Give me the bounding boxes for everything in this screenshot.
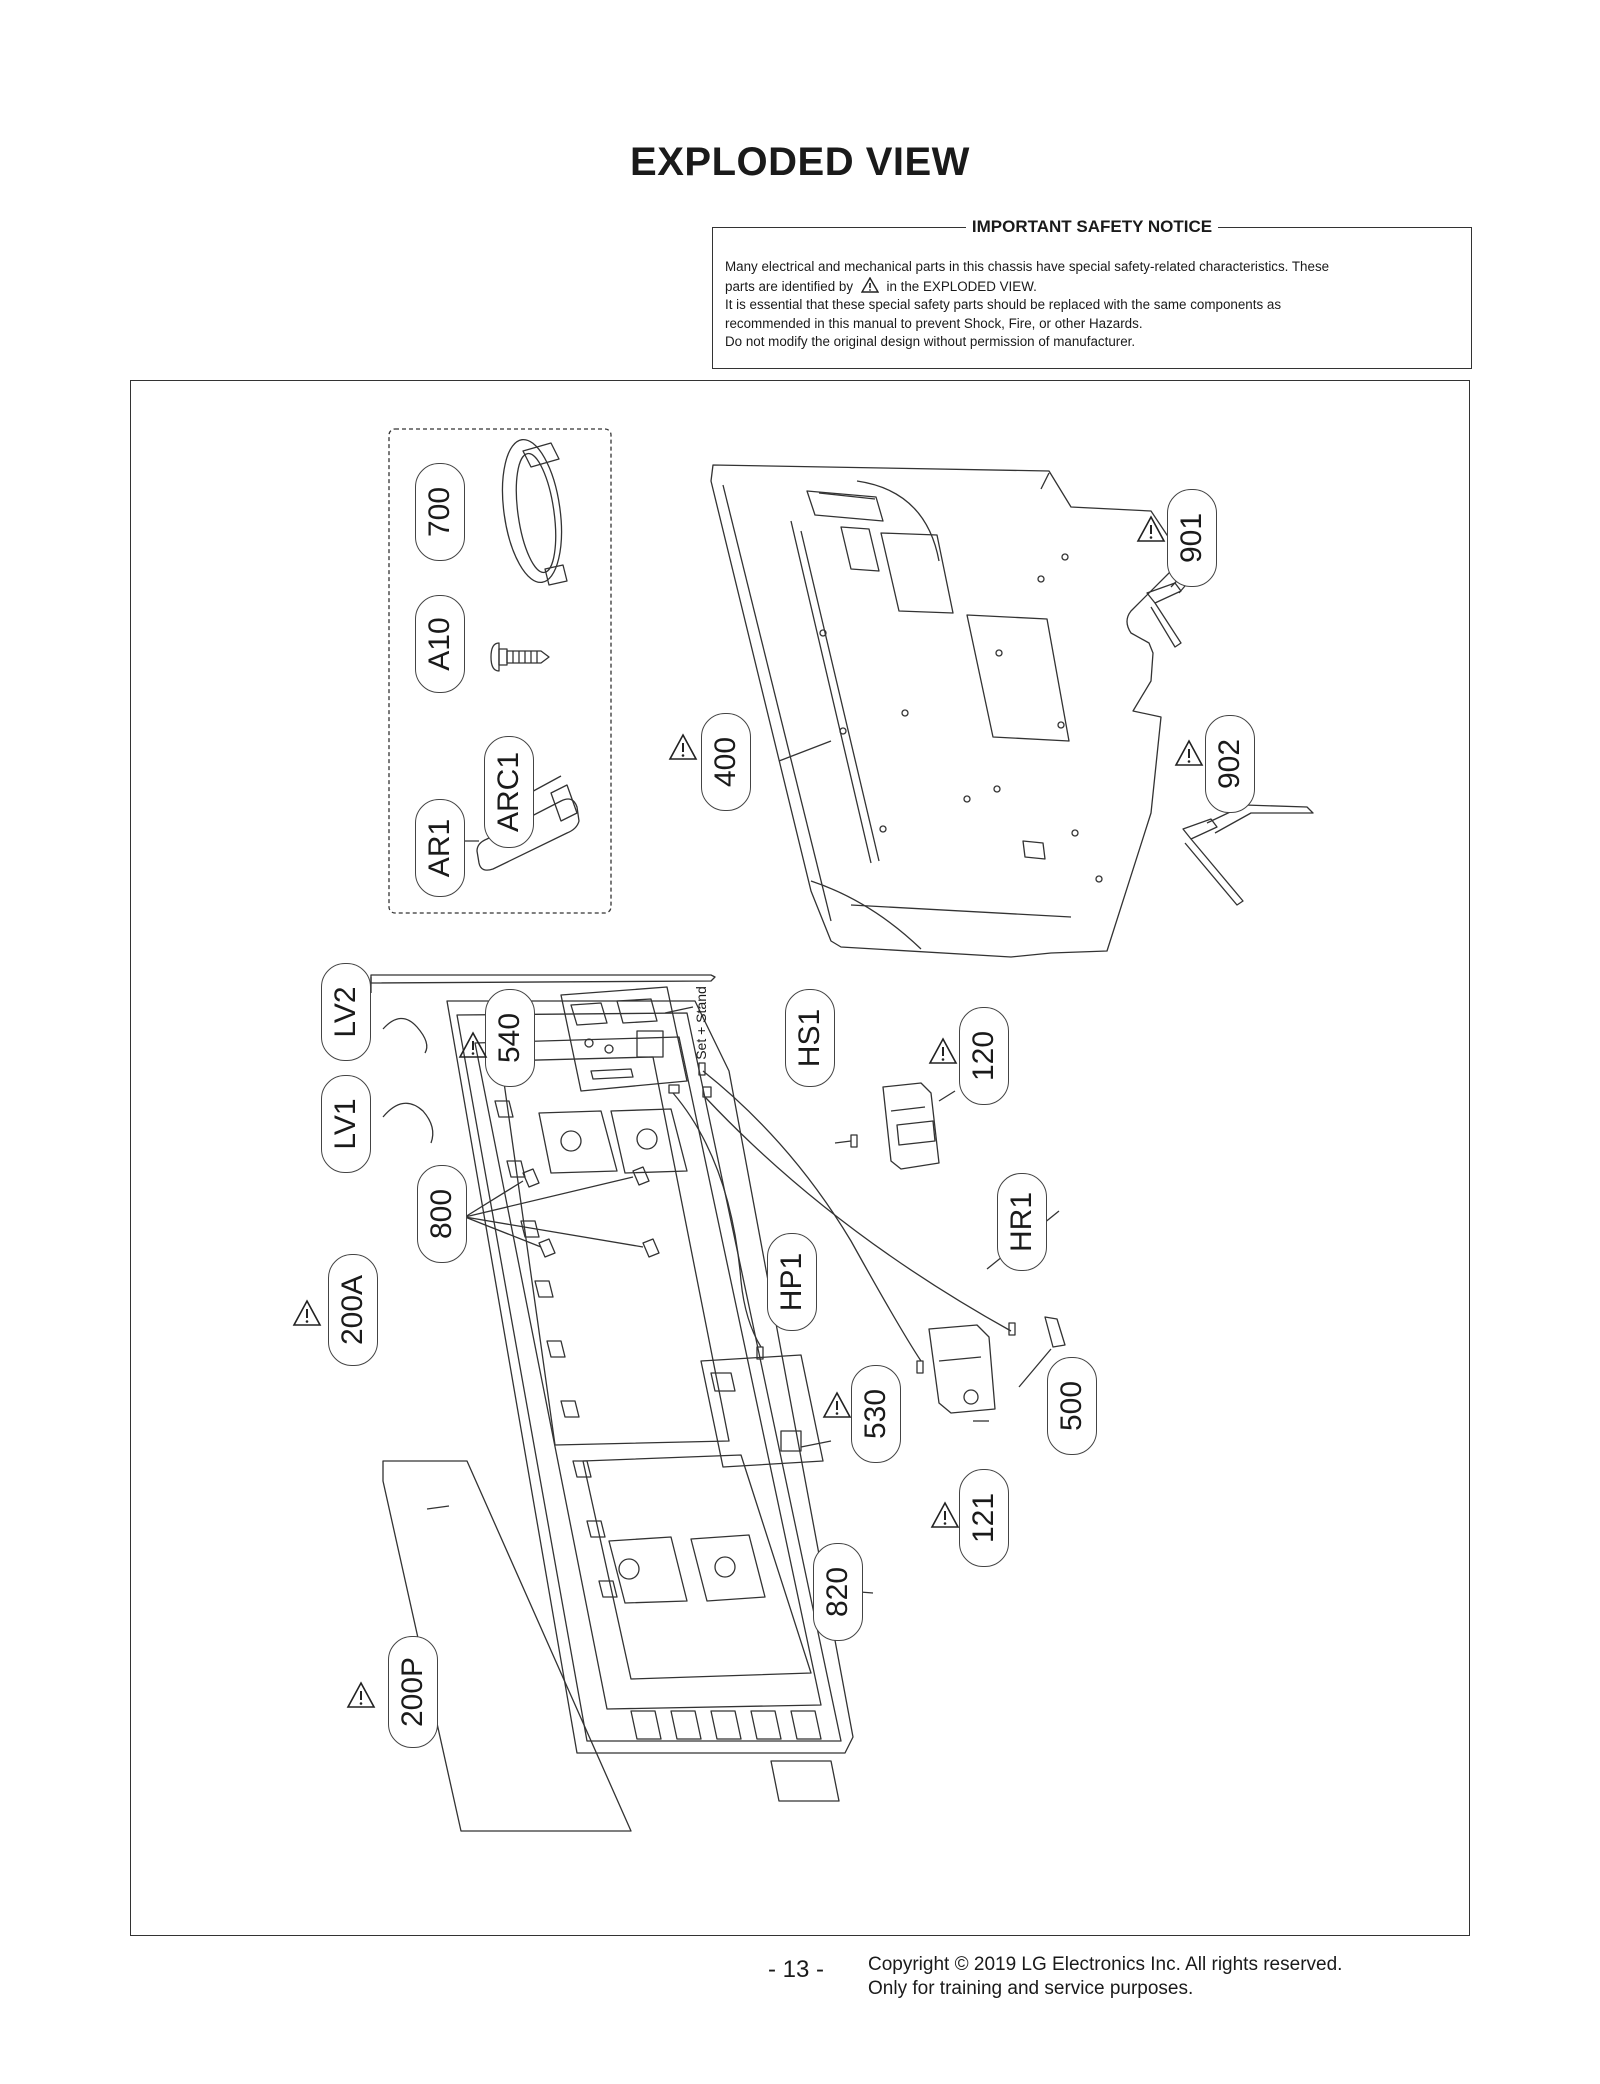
notice-line-3: It is essential that these special safet… bbox=[725, 297, 1282, 312]
part-label-hp1: HP1 bbox=[767, 1233, 817, 1331]
copyright-notice: Copyright © 2019 LG Electronics Inc. All… bbox=[868, 1953, 1342, 2001]
cable-hs1-drawing bbox=[702, 1070, 922, 1362]
part-label-820: 820 bbox=[813, 1543, 863, 1641]
part-label-121: 121 bbox=[959, 1469, 1009, 1567]
connector-hr1-end bbox=[1008, 1322, 1016, 1336]
part-label-540: 540 bbox=[485, 989, 535, 1087]
connector-hr1 bbox=[702, 1086, 712, 1098]
part-label-902: 902 bbox=[1205, 715, 1255, 813]
page-number: - 13 - bbox=[768, 1956, 825, 1983]
warning-triangle-icon bbox=[822, 1391, 852, 1418]
accessories-caption: Set + Stand bbox=[693, 986, 709, 1060]
warning-triangle-icon bbox=[458, 1031, 488, 1058]
guide-strip-drawing bbox=[370, 974, 716, 984]
part-label-200p: 200P bbox=[388, 1636, 438, 1748]
notice-line-2-end: in the EXPLODED VIEW. bbox=[886, 278, 1037, 294]
part-label-hs1: HS1 bbox=[785, 989, 835, 1087]
part-label-800: 800 bbox=[417, 1165, 467, 1263]
notice-line-2-start: parts are identified by bbox=[725, 278, 854, 294]
safety-notice-title: IMPORTANT SAFETY NOTICE bbox=[965, 217, 1219, 236]
warning-triangle-icon bbox=[292, 1299, 322, 1326]
part-label-700: 700 bbox=[415, 463, 465, 561]
lcd-panel-drawing bbox=[382, 1460, 632, 1832]
exploded-view-diagram: 700 A10 ARC1 AR1 Set + Stand 400 901 902… bbox=[130, 380, 1470, 1936]
warning-triangle-icon bbox=[1174, 739, 1204, 766]
notice-line-5: Do not modify the original design withou… bbox=[725, 334, 1136, 349]
part-label-400: 400 bbox=[701, 713, 751, 811]
copyright-line-1: Copyright © 2019 LG Electronics Inc. All… bbox=[868, 1954, 1343, 1975]
speaker-120-drawing bbox=[882, 1082, 940, 1170]
notice-line-1: Many electrical and mechanical parts in … bbox=[725, 259, 1330, 274]
cable-hr1-drawing bbox=[704, 1096, 1012, 1332]
connector-hs1-end bbox=[916, 1360, 924, 1374]
part-label-500: 500 bbox=[1047, 1357, 1097, 1455]
part-label-lv1: LV1 bbox=[321, 1075, 371, 1173]
power-cord-drawing bbox=[501, 438, 568, 586]
part-label-530: 530 bbox=[851, 1365, 901, 1463]
screw-drawing bbox=[490, 642, 550, 672]
part-label-arc1: ARC1 bbox=[484, 736, 534, 848]
part-label-901: 901 bbox=[1167, 489, 1217, 587]
part-label-ar1: AR1 bbox=[415, 799, 465, 897]
cable-hp1-drawing bbox=[672, 1092, 762, 1348]
connector-hp1 bbox=[668, 1084, 680, 1094]
bracket-screws-drawing bbox=[464, 1166, 660, 1258]
speaker-121-drawing bbox=[928, 1324, 996, 1414]
part-label-a10: A10 bbox=[415, 595, 465, 693]
part-label-200a: 200A bbox=[328, 1254, 378, 1366]
cable-lv2-drawing bbox=[382, 1017, 428, 1054]
warning-triangle-icon bbox=[346, 1681, 376, 1708]
warning-triangle-icon bbox=[930, 1501, 960, 1528]
part-label-120: 120 bbox=[959, 1007, 1009, 1105]
power-board-drawing bbox=[700, 1354, 824, 1468]
notice-line-2: parts are identified by in the EXPLODED … bbox=[725, 276, 1457, 297]
ir-sensor-drawing bbox=[1044, 1316, 1066, 1348]
warning-triangle-icon bbox=[1136, 515, 1166, 542]
safety-notice-text: Many electrical and mechanical parts in … bbox=[725, 258, 1457, 352]
safety-notice-box: IMPORTANT SAFETY NOTICE Many electrical … bbox=[712, 217, 1472, 369]
panel-frame-drawing bbox=[446, 1000, 854, 1802]
part-label-hr1: HR1 bbox=[997, 1173, 1047, 1271]
notice-line-4: recommended in this manual to prevent Sh… bbox=[725, 315, 1143, 331]
copyright-line-2: Only for training and service purposes. bbox=[868, 1978, 1194, 1999]
warning-triangle-icon bbox=[860, 276, 879, 293]
exploded-view-drawing bbox=[370, 428, 1314, 1832]
cable-lv1-drawing bbox=[382, 1102, 434, 1144]
page-title: EXPLODED VIEW bbox=[630, 140, 970, 184]
part-label-lv2: LV2 bbox=[321, 963, 371, 1061]
stand-902-drawing bbox=[1182, 804, 1314, 906]
warning-triangle-icon bbox=[928, 1037, 958, 1064]
back-cover-drawing bbox=[710, 464, 1184, 958]
warning-triangle-icon bbox=[668, 733, 698, 760]
accessories-box bbox=[388, 428, 612, 914]
